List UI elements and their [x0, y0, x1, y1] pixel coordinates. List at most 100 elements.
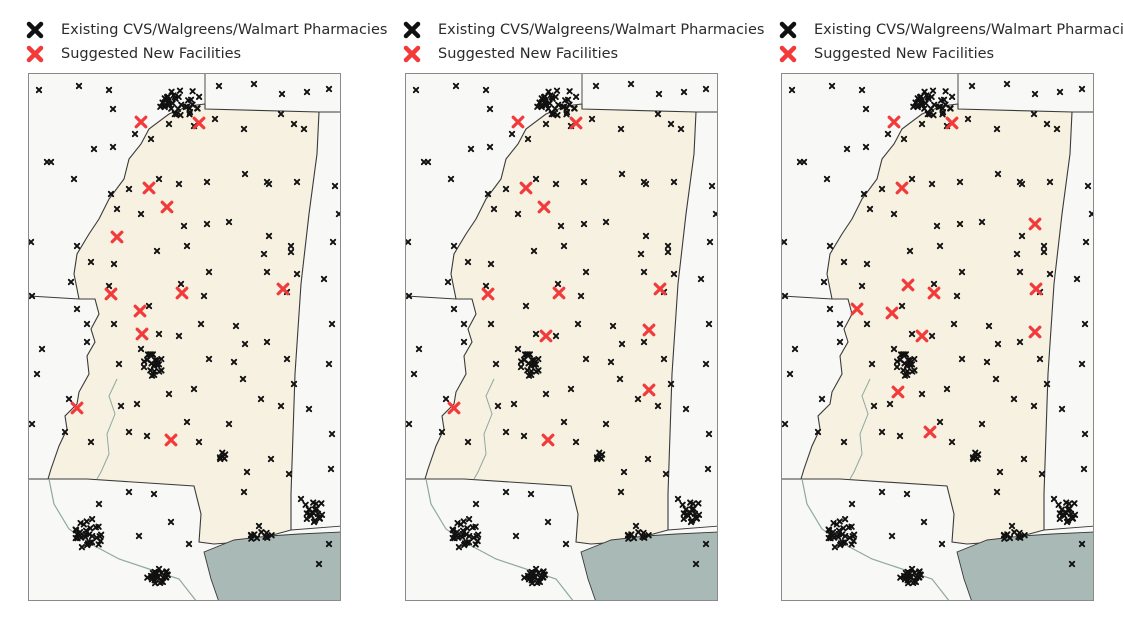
existing-pharmacy-marker: [782, 420, 789, 428]
existing-pharmacy-marker: [840, 258, 848, 266]
existing-pharmacy-marker: [225, 420, 233, 428]
existing-pharmacy-marker: [487, 260, 495, 268]
existing-pharmacy-marker: [167, 518, 175, 526]
existing-pharmacy-marker: [187, 96, 195, 103]
existing-pharmacy-marker: [904, 361, 911, 369]
existing-pharmacy-marker: [617, 488, 625, 496]
legend-existing-label: Existing CVS/Walgreens/Walmart Pharmacie…: [438, 22, 765, 38]
existing-pharmacy-marker: [616, 375, 624, 383]
existing-pharmacy-marker: [994, 170, 1002, 178]
existing-pharmacy-marker: [189, 101, 196, 108]
legend-existing: Existing CVS/Walgreens/Walmart Pharmacie…: [0, 19, 387, 41]
existing-pharmacy-marker: [406, 420, 413, 428]
existing-pharmacy-marker: [517, 363, 525, 371]
existing-pharmacy-marker: [255, 522, 263, 530]
existing-pharmacy-marker: [240, 488, 248, 496]
existing-pharmacy-marker: [609, 322, 617, 330]
existing-pharmacy-marker: [522, 302, 530, 310]
existing-pharmacy-marker: [903, 490, 911, 498]
suggested-facility-marker: [481, 287, 495, 301]
existing-pharmacy-marker: [820, 278, 828, 286]
existing-pharmacy-marker: [708, 182, 716, 190]
suggested-facility-marker: [1029, 282, 1043, 296]
existing-pharmacy-marker: [618, 340, 626, 348]
existing-pharmacy-marker: [420, 158, 428, 166]
existing-pharmacy-marker: [637, 250, 645, 258]
existing-pharmacy-marker: [942, 88, 949, 95]
existing-pharmacy-marker: [870, 402, 878, 410]
existing-pharmacy-marker: [559, 103, 566, 111]
existing-pharmacy-marker: [645, 532, 652, 539]
existing-pharmacy-marker: [328, 430, 336, 438]
existing-pharmacy-marker: [664, 242, 672, 250]
existing-pharmacy-marker: [450, 305, 458, 313]
existing-pharmacy-marker: [890, 210, 898, 218]
existing-pharmacy-marker: [910, 103, 917, 110]
existing-pharmacy-marker: [693, 515, 700, 522]
existing-pharmacy-marker: [956, 178, 964, 186]
existing-pharmacy-marker: [1043, 120, 1051, 128]
legend-suggested-label: Suggested New Facilities: [61, 46, 242, 62]
existing-pharmacy-marker: [464, 258, 472, 266]
existing-pharmacy-marker: [95, 500, 103, 508]
existing-pharmacy-marker: [315, 560, 323, 568]
existing-pharmacy-marker: [1080, 465, 1088, 473]
existing-pharmacy-marker: [826, 242, 834, 250]
existing-pharmacy-marker: [490, 205, 498, 213]
existing-pharmacy-marker: [447, 175, 455, 183]
suggested-facility-marker: [923, 425, 937, 439]
existing-pharmacy-marker: [165, 390, 173, 398]
existing-pharmacy-marker: [1008, 522, 1016, 530]
existing-pharmacy-marker: [314, 510, 322, 517]
existing-pharmacy-marker: [186, 108, 194, 116]
existing-pharmacy-marker: [452, 82, 460, 90]
existing-pharmacy-marker: [706, 238, 714, 246]
existing-pharmacy-marker: [913, 574, 920, 581]
existing-pharmacy-marker: [685, 512, 692, 519]
existing-pharmacy-marker: [691, 510, 699, 517]
existing-pharmacy-marker: [168, 105, 175, 112]
existing-pharmacy-marker: [1056, 88, 1064, 96]
gulf-water: [203, 531, 340, 600]
existing-pharmacy-marker: [455, 543, 463, 551]
existing-pharmacy-marker: [911, 569, 918, 577]
existing-pharmacy-marker: [978, 218, 986, 226]
existing-pharmacy-marker: [107, 190, 115, 198]
existing-pharmacy-marker: [947, 105, 954, 112]
existing-pharmacy-marker: [117, 402, 125, 410]
existing-pharmacy-marker: [617, 125, 625, 133]
existing-pharmacy-marker: [484, 190, 492, 198]
existing-pharmacy-marker: [65, 395, 73, 403]
existing-pharmacy-marker: [842, 532, 849, 540]
suggested-facility-marker: [945, 116, 959, 130]
suggested-facility-marker: [133, 304, 147, 318]
existing-pharmacy-marker: [968, 82, 976, 90]
suggested-facility-marker: [642, 383, 656, 397]
existing-pharmacy-marker: [544, 518, 552, 526]
existing-pharmacy-marker: [574, 320, 582, 328]
suggested-facility-marker: [850, 302, 864, 316]
existing-pharmacy-marker: [541, 93, 549, 100]
existing-pharmacy-marker: [155, 330, 163, 338]
existing-pharmacy-marker: [415, 345, 423, 353]
existing-pharmacy-marker: [474, 537, 481, 545]
suggested-facility-marker: [569, 116, 583, 130]
existing-pharmacy-marker: [157, 103, 164, 110]
existing-pharmacy-marker: [843, 145, 851, 153]
existing-pharmacy-marker: [287, 248, 295, 256]
x-mark-icon: [26, 21, 44, 39]
existing-pharmacy-marker: [265, 180, 273, 188]
suggested-facility-marker: [175, 286, 189, 300]
existing-pharmacy-marker: [828, 82, 836, 90]
existing-pharmacy-marker: [921, 105, 928, 112]
existing-pharmacy-marker: [502, 428, 510, 436]
existing-pharmacy-marker: [582, 268, 590, 276]
suggested-facility-marker: [160, 200, 174, 214]
legend-suggested: Suggested New Facilities: [377, 43, 618, 65]
existing-pharmacy-marker: [564, 96, 572, 103]
existing-pharmacy-marker: [682, 405, 690, 413]
existing-pharmacy-marker: [863, 260, 871, 268]
existing-pharmacy-marker: [692, 560, 700, 568]
existing-pharmacy-marker: [464, 438, 472, 446]
existing-pharmacy-marker: [205, 268, 213, 276]
